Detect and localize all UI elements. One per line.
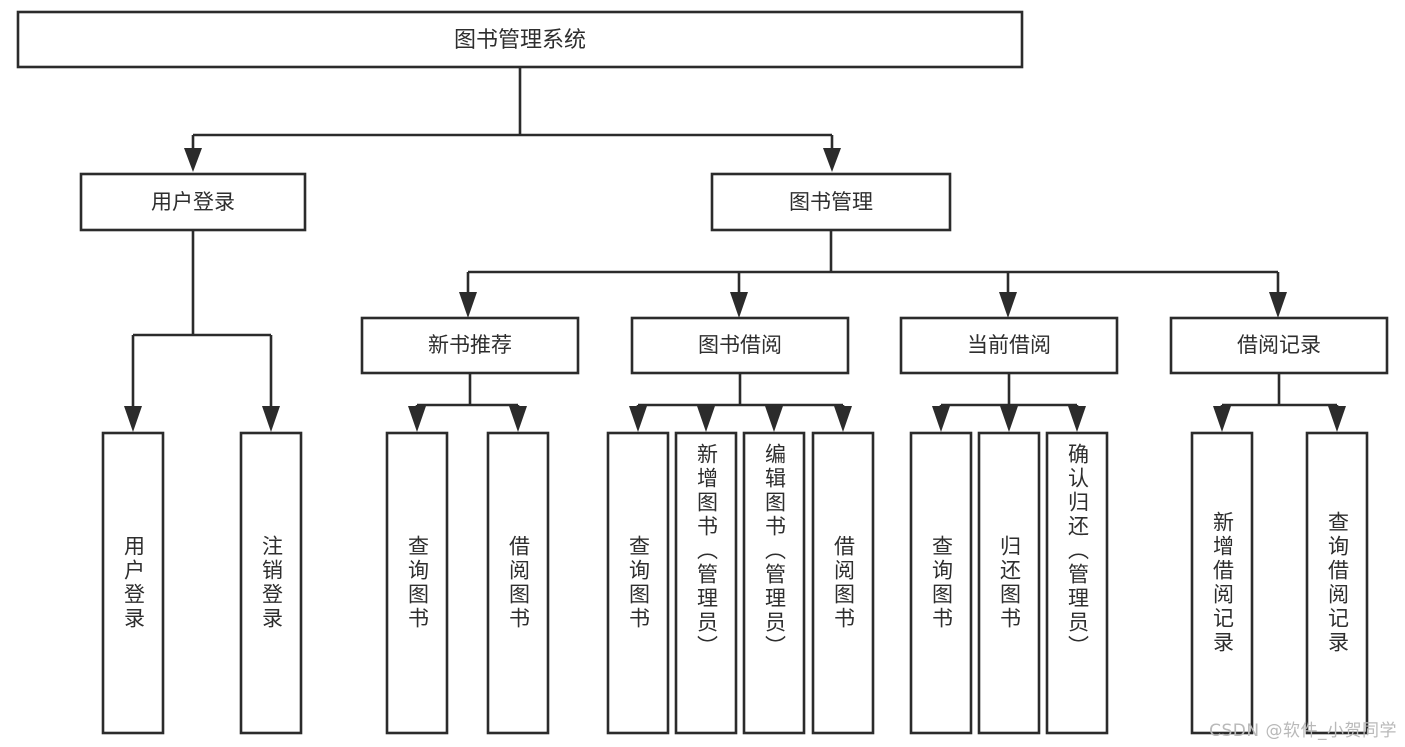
node-current-borrow-label: 当前借阅 <box>967 333 1051 357</box>
arrowhead-current-borrow <box>999 292 1017 318</box>
arrowhead-leaf-query-borrow-record <box>1328 406 1346 432</box>
node-leaf-add-book-box[interactable] <box>674 431 738 735</box>
arrowhead-leaf-query-book-2 <box>629 406 647 432</box>
node-leaf-query-book-2-box[interactable] <box>606 431 670 735</box>
node-root-label: 图书管理系统 <box>454 28 586 53</box>
node-leaf-user-login-box[interactable] <box>101 431 165 735</box>
arrowhead-user-login <box>184 148 202 172</box>
node-current-borrow-box[interactable] <box>899 316 1119 375</box>
arrowhead-leaf-edit-book <box>765 406 783 432</box>
arrowhead-new-book-recommend <box>459 292 477 318</box>
node-borrow-record-label: 借阅记录 <box>1237 333 1321 357</box>
arrowhead-leaf-confirm-return <box>1068 406 1086 432</box>
csdn-watermark: CSDN @软件_小贺同学 <box>1209 721 1397 741</box>
node-borrow-record-box[interactable] <box>1169 316 1389 375</box>
node-leaf-query-book-3-box[interactable] <box>909 431 973 735</box>
node-user-login-label: 用户登录 <box>151 190 235 214</box>
arrowhead-leaf-query-book-3 <box>932 406 950 432</box>
arrowhead-leaf-add-book <box>697 406 715 432</box>
node-leaf-edit-book-box[interactable] <box>742 431 806 735</box>
node-book-management-box[interactable] <box>710 172 952 232</box>
arrowhead-leaf-borrow-book-1 <box>509 406 527 432</box>
node-new-book-recommend[interactable]: 新书推荐 <box>360 316 580 375</box>
node-new-book-recommend-box[interactable] <box>360 316 580 375</box>
node-book-borrow-box[interactable] <box>630 316 850 375</box>
node-current-borrow[interactable]: 当前借阅 <box>899 316 1119 375</box>
arrowhead-leaf-logout <box>262 406 280 432</box>
node-leaf-logout-login-box[interactable] <box>239 431 303 735</box>
node-leaf-query-book-1-box[interactable] <box>385 431 449 735</box>
node-book-borrow[interactable]: 图书借阅 <box>630 316 850 375</box>
arrowhead-leaf-add-borrow-record <box>1213 406 1231 432</box>
node-root-box[interactable] <box>16 10 1024 69</box>
node-book-management[interactable]: 图书管理 <box>710 172 952 232</box>
node-borrow-record[interactable]: 借阅记录 <box>1169 316 1389 375</box>
arrowhead-leaf-query-book-1 <box>408 406 426 432</box>
node-leaf-add-borrow-record-box[interactable] <box>1190 431 1254 735</box>
node-book-management-label: 图书管理 <box>789 190 873 214</box>
arrowhead-leaf-return-book <box>1000 406 1018 432</box>
arrowhead-borrow-record <box>1269 292 1287 318</box>
node-leaf-borrow-book-1-box[interactable] <box>486 431 550 735</box>
arrowhead-book-management <box>823 148 841 172</box>
node-leaf-confirm-return-box[interactable] <box>1045 431 1109 735</box>
node-leaf-borrow-book-2-box[interactable] <box>811 431 875 735</box>
arrowhead-leaf-user-login <box>124 406 142 432</box>
node-user-login[interactable]: 用户登录 <box>79 172 307 232</box>
node-book-borrow-label: 图书借阅 <box>698 333 782 357</box>
node-root[interactable]: 图书管理系统 <box>16 10 1024 69</box>
arrowhead-leaf-borrow-book-2 <box>834 406 852 432</box>
arrowhead-book-borrow <box>730 292 748 318</box>
node-leaf-return-book-box[interactable] <box>977 431 1041 735</box>
node-new-book-recommend-label: 新书推荐 <box>428 333 512 357</box>
node-leaf-query-borrow-record-box[interactable] <box>1305 431 1369 735</box>
